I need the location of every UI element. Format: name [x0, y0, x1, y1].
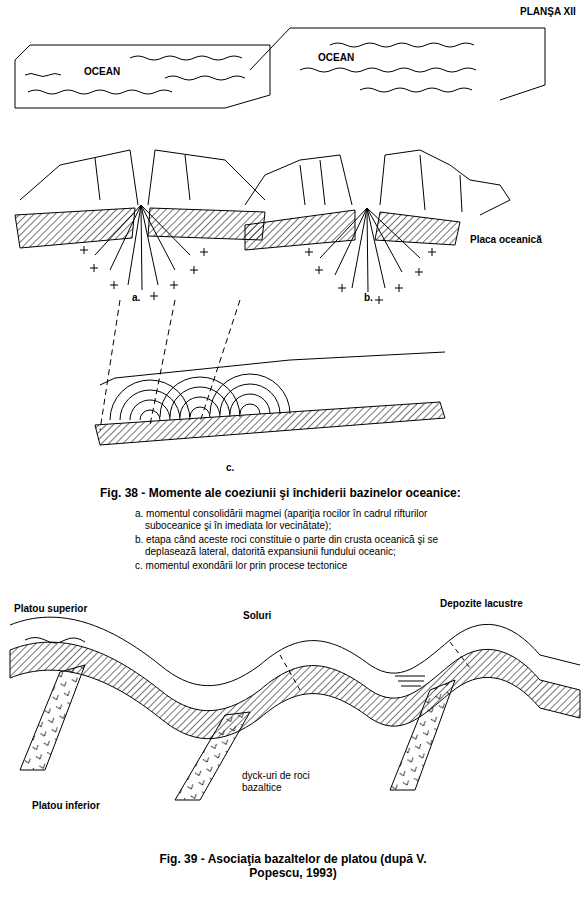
- figure-caption: Fig. 39 - Asociaţia bazaltelor de platou…: [143, 852, 443, 881]
- dyke-label: dyck-uri de roci bazaltice: [242, 770, 322, 794]
- region-label: Platou inferior: [32, 800, 100, 812]
- region-label: Platou superior: [14, 603, 87, 615]
- layer-label: Soluri: [243, 610, 271, 622]
- plate-label: Placa oceanică: [468, 234, 544, 246]
- panel-letter: a.: [130, 292, 142, 304]
- fig-39: [10, 617, 580, 800]
- fig-38a: [15, 45, 270, 300]
- caption-item: c. momentul exondării lor prin procese t…: [135, 560, 480, 572]
- figure-caption: Fig. 38 - Momente ale coeziunii şi închi…: [100, 486, 520, 500]
- caption-item: a. momentul consolidării magmei (apariţi…: [135, 508, 480, 532]
- ocean-label: OCEAN: [82, 66, 122, 78]
- panel-letter: b.: [362, 292, 375, 304]
- layer-label: Depozite lacustre: [440, 598, 523, 610]
- plate-title: PLANŞA XII: [520, 6, 582, 18]
- fig-38b: [245, 28, 545, 304]
- fig-38c: [95, 300, 445, 445]
- panel-letter: c.: [226, 462, 234, 474]
- ocean-label: OCEAN: [316, 52, 356, 64]
- caption-item: b. etapa când aceste roci constituie o p…: [135, 534, 480, 558]
